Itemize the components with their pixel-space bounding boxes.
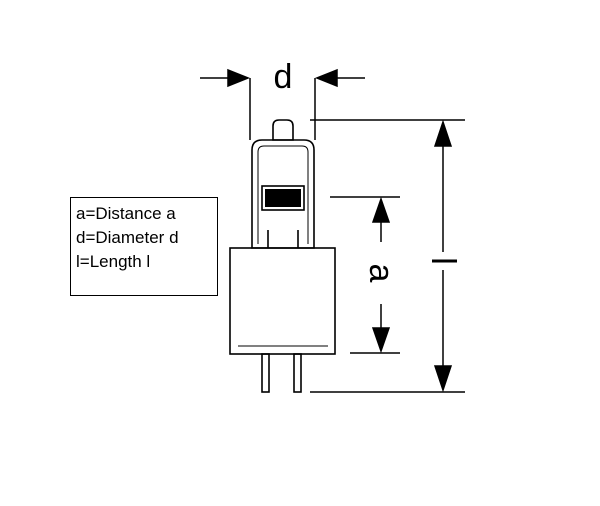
legend-line-distance: a=Distance a [76, 204, 176, 223]
label-l: l [424, 257, 462, 265]
a-arrow-head-bottom [371, 327, 391, 354]
lamp-capsule-inner [257, 145, 309, 244]
lamp-base [229, 247, 336, 355]
l-arrow-head-top [433, 119, 453, 147]
lamp-drawing [229, 119, 336, 393]
lamp-capsule [251, 139, 315, 249]
d-arrow-right-head [314, 68, 338, 88]
l-arrow-head-bottom [433, 365, 453, 393]
legend-line-length: l=Length l [76, 252, 151, 271]
lamp-tip [272, 119, 294, 141]
dimension-a [330, 196, 400, 354]
filament-block-fill [265, 189, 301, 207]
lamp-pin-right [293, 353, 302, 393]
lamp-pin-left [261, 353, 270, 393]
label-d: d [274, 58, 293, 96]
a-arrow-head-top [371, 196, 391, 223]
label-l-bg [425, 252, 461, 270]
d-arrow-left-head [227, 68, 251, 88]
legend-line-diameter: d=Diameter d [76, 228, 179, 247]
label-a: a [362, 264, 400, 283]
lamp-neck [267, 230, 299, 248]
legend-box: a=Distance a d=Diameter d l=Length l [70, 197, 218, 296]
dimension-d [200, 68, 365, 140]
